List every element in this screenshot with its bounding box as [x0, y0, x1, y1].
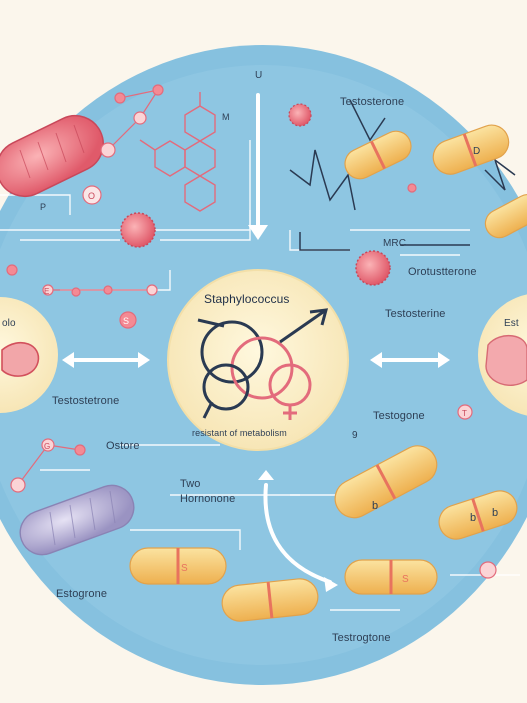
coccus-red-3: [288, 103, 312, 127]
capsule-top-1: [344, 130, 412, 180]
label-right-testosterine: Testosterine: [385, 308, 446, 320]
label-estogrone: Estogrone: [56, 588, 108, 600]
capsule-mid-2: [438, 490, 518, 540]
node-p-glyph: P: [40, 202, 46, 212]
capsule-s2-glyph: S: [402, 574, 409, 585]
node-s-glyph: S: [123, 316, 129, 326]
left-circle-text: olo: [2, 318, 16, 329]
bacterium-purple-rod: [19, 484, 135, 556]
label-mrc: MRC: [383, 238, 407, 249]
center-arrows: [62, 93, 450, 592]
center-title: Staphylococcus: [204, 292, 290, 306]
label-testogone: Testogone: [373, 410, 425, 422]
capsule-b2-glyph: b: [470, 512, 476, 524]
right-circle-text: Est: [504, 318, 519, 329]
label-orotstone: Orotustterone: [408, 266, 477, 278]
center-caption: resistant of metabolism: [192, 428, 287, 438]
gender-symbols: [197, 308, 329, 420]
node-g-glyph: G: [44, 442, 50, 451]
label-top-u: U: [255, 70, 263, 81]
capsule-b3-glyph: b: [492, 507, 498, 519]
node-t-glyph: T: [462, 409, 467, 418]
right-circle-tissue: [485, 335, 527, 386]
capsule-top-2: [432, 124, 510, 175]
coccus-red-2: [355, 250, 391, 286]
label-top-m: M: [222, 112, 230, 122]
label-ostore: Ostore: [106, 440, 140, 452]
zigzag-lines: [289, 99, 516, 251]
node-o-glyph: O: [88, 191, 95, 201]
label-testrogtone: Testrogtone: [332, 632, 391, 644]
coccus-red-1: [120, 212, 156, 248]
label-hormonone: Hornonone: [180, 493, 236, 505]
label-num-9: 9: [352, 430, 358, 441]
capsule-bottom-3: [344, 559, 438, 595]
capsule-d-glyph: D: [473, 146, 480, 157]
bacterium-red-rod: [0, 114, 104, 198]
capsule-b1-glyph: b: [372, 500, 378, 512]
capsule-top-3: [484, 194, 527, 239]
capsule-bottom-1: [129, 547, 227, 585]
node-e-glyph: E: [44, 287, 49, 296]
label-left-testostetrone: Testostetrone: [52, 395, 120, 407]
molecule-nodes: [6, 84, 497, 579]
capsule-s1-glyph: S: [181, 563, 188, 574]
capsule-bottom-2: [221, 578, 319, 622]
left-circle-tissue: [1, 341, 40, 377]
molecule-structure: [139, 92, 216, 212]
label-two: Two: [180, 478, 201, 490]
label-top-testosterone: Testosterone: [340, 96, 405, 108]
capsule-mid-1: [334, 445, 438, 519]
